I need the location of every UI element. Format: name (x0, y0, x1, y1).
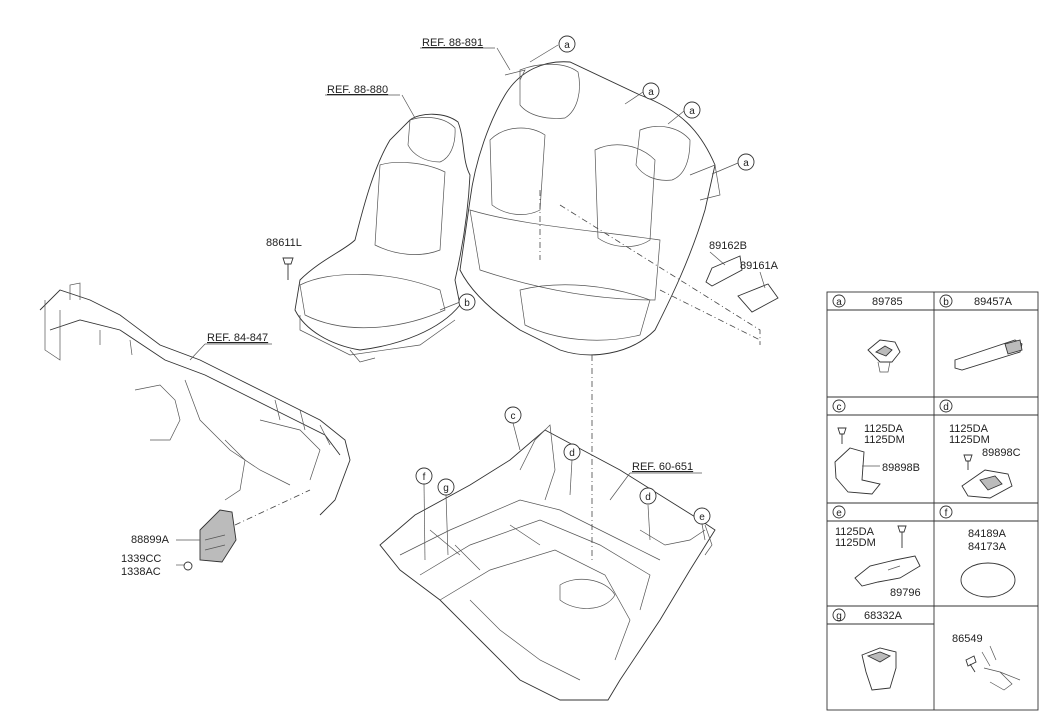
svg-text:b: b (464, 298, 470, 309)
callout-a-1[interactable]: a (558, 35, 576, 53)
cowl-crossbar (39, 282, 351, 516)
svg-text:a: a (743, 158, 749, 169)
svg-text:e: e (699, 512, 705, 523)
svg-text:a: a (564, 40, 570, 51)
legend-table (826, 291, 1039, 711)
rear-seat (459, 61, 721, 356)
legend-f-part2: 84173A (968, 541, 1007, 553)
callout-g[interactable]: g (437, 478, 455, 496)
bracket-88899a (183, 509, 237, 571)
legend-cell-f: f 84189A 84173A (939, 505, 1016, 598)
label-1339cc: 1339CC (121, 553, 161, 565)
legend-e-part: 89796 (890, 587, 921, 599)
label-89162b: 89162B (709, 240, 747, 252)
svg-text:a: a (689, 106, 695, 117)
legend-d-bolt2: 1125DM (949, 434, 990, 446)
legend-c-part: 89898B (882, 462, 920, 474)
label-1338ac: 1338AC (121, 566, 161, 578)
bolt-88611l (282, 257, 294, 280)
label-89161a: 89161A (740, 260, 779, 272)
legend-cell-c: c 1125DA 1125DM 89898B (832, 399, 920, 495)
legend-cell-b: b 89457A (939, 294, 1023, 371)
ref-60-651[interactable]: REF. 60-651 (632, 461, 693, 473)
callout-b[interactable]: b (458, 293, 476, 311)
legend-e-bolt2: 1125DM (835, 537, 876, 549)
svg-text:d: d (569, 448, 575, 459)
label-88899a: 88899A (131, 534, 170, 546)
legend-b-part: 89457A (974, 296, 1013, 308)
svg-text:e: e (836, 508, 842, 519)
legend-c-bolt2: 1125DM (864, 434, 905, 446)
legend-cell-d: d 1125DA 1125DM 89898C (939, 399, 1021, 499)
legend-a-part: 89785 (872, 296, 903, 308)
label-88611l: 88611L (266, 237, 302, 249)
pad-89162b (705, 255, 743, 287)
front-seat (294, 113, 471, 363)
svg-text:d: d (943, 402, 949, 413)
legend-e-bolt1: 1125DA (835, 526, 875, 538)
svg-text:c: c (837, 402, 842, 413)
svg-text:g: g (443, 483, 449, 494)
svg-text:f: f (423, 472, 426, 483)
pad-89161a (737, 283, 779, 313)
legend-cell-e: e 1125DA 1125DM 89796 (832, 505, 921, 599)
svg-text:g: g (836, 611, 842, 622)
legend-g-part: 68332A (864, 610, 903, 622)
ref-88-880[interactable]: REF. 88-880 (327, 84, 388, 96)
callout-c[interactable]: c (504, 406, 522, 424)
callout-d-1[interactable]: d (563, 443, 581, 461)
callout-a-3[interactable]: a (683, 101, 701, 119)
svg-text:b: b (943, 297, 949, 308)
ref-88-891[interactable]: REF. 88-891 (422, 37, 483, 49)
legend-cell-a: a 89785 (832, 294, 903, 373)
svg-text:a: a (836, 297, 842, 308)
legend-cell-86549: 86549 (952, 633, 1021, 691)
legend-c-bolt1: 1125DA (864, 423, 904, 435)
legend-cell-g: g 68332A (832, 608, 903, 691)
callout-a-2[interactable]: a (642, 82, 660, 100)
svg-text:d: d (645, 492, 651, 503)
svg-text:a: a (648, 87, 654, 98)
svg-text:f: f (945, 508, 948, 519)
ref-84-847[interactable]: REF. 84-847 (207, 332, 268, 344)
floor-panel (379, 424, 716, 701)
legend-f-part1: 84189A (968, 528, 1007, 540)
callout-e[interactable]: e (693, 507, 711, 525)
callout-a-4[interactable]: a (737, 153, 755, 171)
svg-text:c: c (511, 411, 516, 422)
legend-h-part: 86549 (952, 633, 983, 645)
legend-d-part: 89898C (982, 447, 1021, 459)
callout-f[interactable]: f (415, 467, 433, 485)
legend-d-bolt1: 1125DA (949, 423, 989, 435)
leader-lines (176, 44, 766, 566)
callout-d-2[interactable]: d (639, 487, 657, 505)
